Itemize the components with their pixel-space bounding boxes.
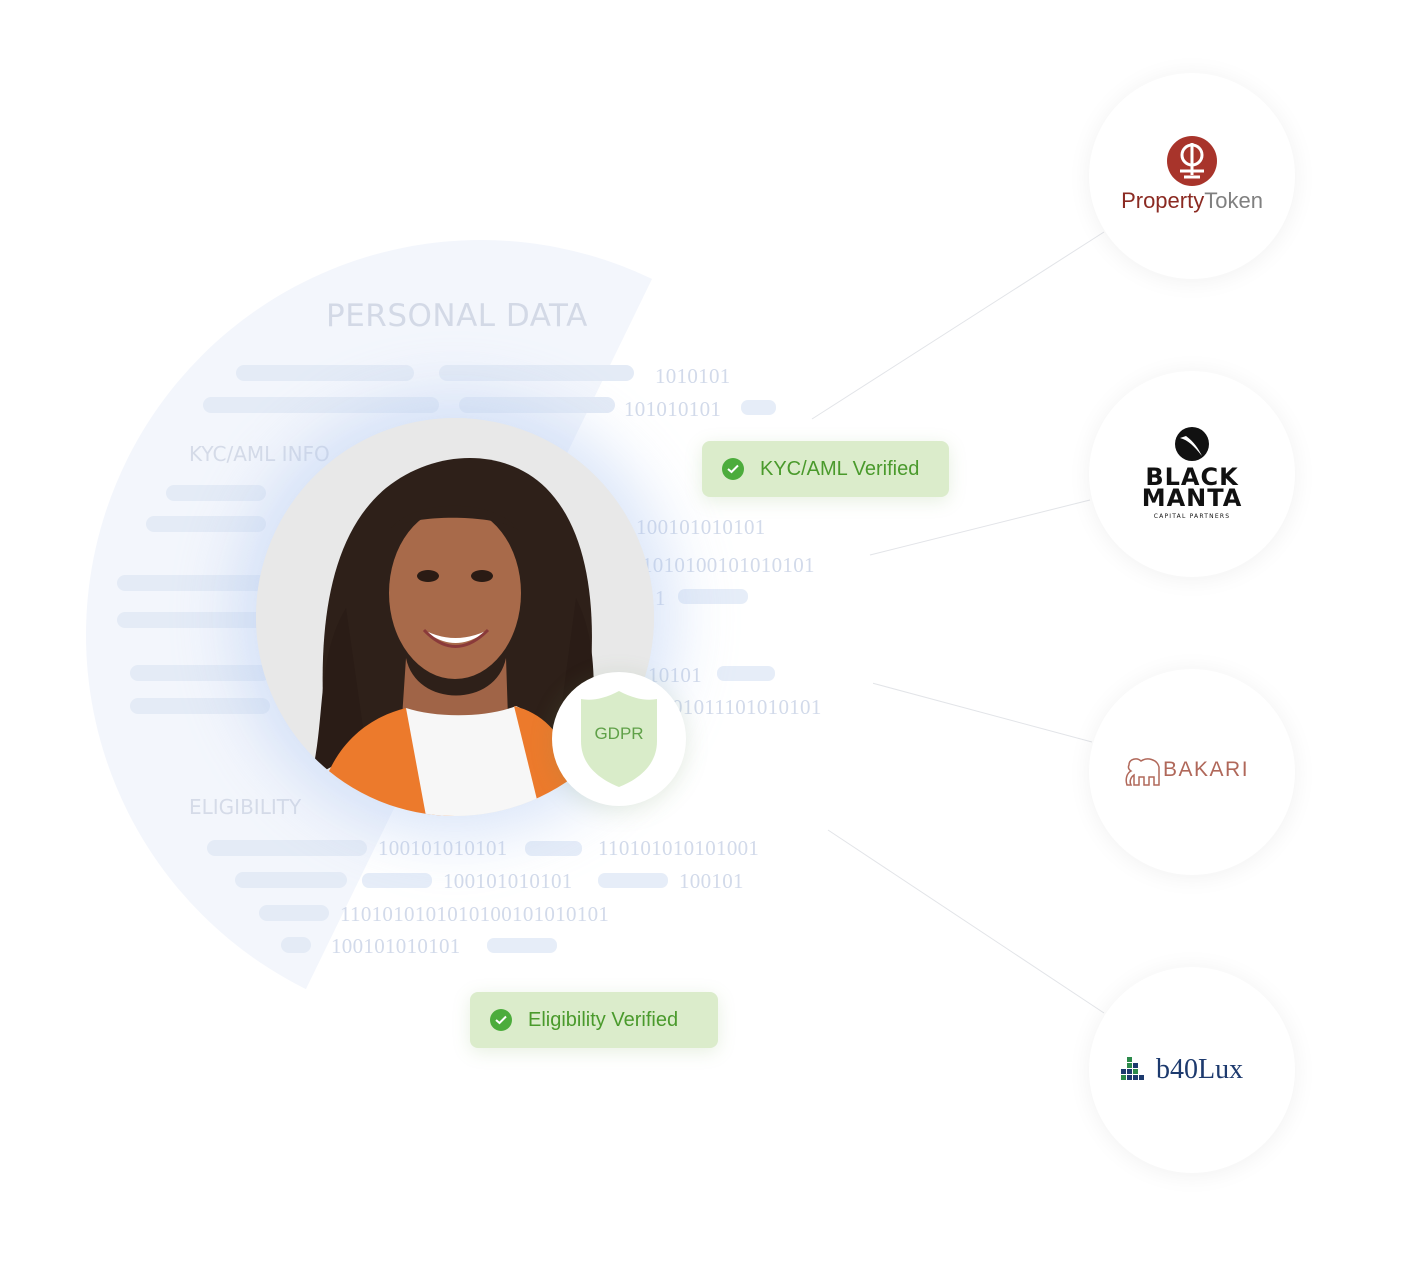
kyc-aml-info-title: KYC/AML INFO — [189, 442, 330, 466]
binary-text: 1010100101010101 — [642, 553, 815, 577]
b40lux-wordmark: b40Lux — [1156, 1054, 1244, 1085]
eligibility-verified-label: Eligibility Verified — [528, 1008, 679, 1031]
binary-text: 100101010101 — [636, 515, 766, 539]
partner-property-token[interactable]: PropertyToken — [1089, 73, 1295, 279]
property-token-wordmark: PropertyToken — [1121, 188, 1263, 213]
binary-text: 1101010101010100101010101 — [340, 902, 610, 926]
shield-icon — [581, 691, 657, 787]
kyc-aml-verified-label: KYC/AML Verified — [760, 457, 920, 480]
check-icon — [490, 1009, 512, 1031]
partner-black-manta[interactable]: BLACK MANTA CAPITAL PARTNERS — [1089, 371, 1295, 577]
binary-text: 1 — [655, 586, 666, 610]
binary-text: 101010101 — [624, 397, 722, 421]
data-field-bars — [117, 365, 776, 953]
b40lux-logo-icon — [1121, 1057, 1144, 1080]
bakari-elephant-icon — [1125, 758, 1160, 786]
binary-text: 100101 — [679, 869, 744, 893]
binary-text: 100101010101 — [378, 836, 508, 860]
gdpr-label: GDPR — [594, 724, 644, 743]
binary-text: 110101010101001 — [598, 836, 760, 860]
connector-line-b40lux — [827, 829, 1105, 1014]
black-manta-wordmark-line1: BLACK — [1145, 463, 1239, 491]
eligibility-verified-badge: Eligibility Verified — [470, 992, 718, 1048]
connector-line-property-token — [811, 231, 1105, 420]
connector-line-black-manta — [869, 499, 1091, 556]
connector-line-bakari — [871, 682, 1093, 743]
black-manta-logo-icon — [1175, 427, 1209, 461]
personal-data-title: PERSONAL DATA — [326, 298, 588, 334]
black-manta-wordmark-line2: MANTA — [1141, 484, 1243, 512]
binary-text: 1010101 — [655, 364, 731, 388]
property-token-logo-icon — [1167, 136, 1217, 186]
bakari-wordmark: BAKARI — [1163, 758, 1250, 781]
partner-b40lux[interactable]: b40Lux — [1089, 967, 1295, 1173]
black-manta-subtitle: CAPITAL PARTNERS — [1153, 513, 1231, 520]
binary-text: 100101010101 — [443, 869, 573, 893]
kyc-aml-verified-badge: KYC/AML Verified — [702, 441, 949, 497]
binary-text: 100101010101 — [331, 934, 461, 958]
gdpr-shield-badge: GDPR — [552, 672, 686, 806]
check-icon — [722, 458, 744, 480]
eligibility-title: ELIGIBILITY — [189, 795, 302, 819]
partner-bakari[interactable]: BAKARI — [1089, 669, 1295, 875]
binary-text: 01011101010101 — [672, 695, 822, 719]
